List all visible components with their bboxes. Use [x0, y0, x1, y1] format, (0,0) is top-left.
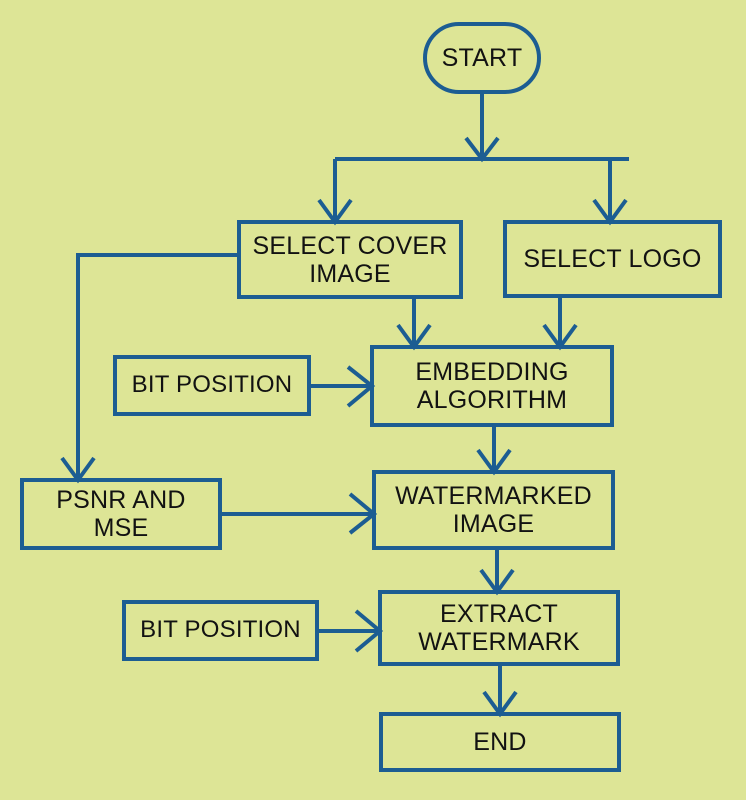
- node-shape-start[interactable]: [423, 22, 541, 94]
- node-shape-select-logo[interactable]: [503, 220, 722, 298]
- edge-watermarked-image-to-extract-watermark: [479, 548, 515, 596]
- node-shape-watermarked-image[interactable]: [372, 470, 615, 550]
- edge-select-cover-image-to-psnr: [60, 253, 239, 484]
- node-shape-bit-position-bottom[interactable]: [122, 600, 319, 661]
- edge-psnr-to-watermarked-image: [220, 492, 378, 535]
- node-shape-embedding-algorithm[interactable]: [370, 345, 614, 427]
- edge-bit-position-top-to-embedding: [309, 365, 376, 408]
- node-shape-end[interactable]: [379, 712, 621, 772]
- node-shape-extract-watermark[interactable]: [378, 590, 620, 666]
- edge-select-cover-image-to-embedding: [396, 297, 432, 351]
- node-shape-bit-position-top[interactable]: [113, 355, 311, 416]
- edge-select-logo-to-embedding: [542, 296, 578, 351]
- edge-split-to-select-cover-image: [317, 159, 353, 226]
- edge-split-to-select-logo: [592, 159, 628, 226]
- node-shape-select-cover-image[interactable]: [237, 220, 463, 299]
- edge-bit-position-bottom-to-extract-watermark: [317, 609, 384, 653]
- edge-embedding-to-watermarked-image: [476, 425, 512, 476]
- edge-extract-watermark-to-end: [482, 664, 518, 718]
- edge-start-to-split: [464, 93, 500, 163]
- node-shape-psnr-and-mse[interactable]: [20, 478, 222, 550]
